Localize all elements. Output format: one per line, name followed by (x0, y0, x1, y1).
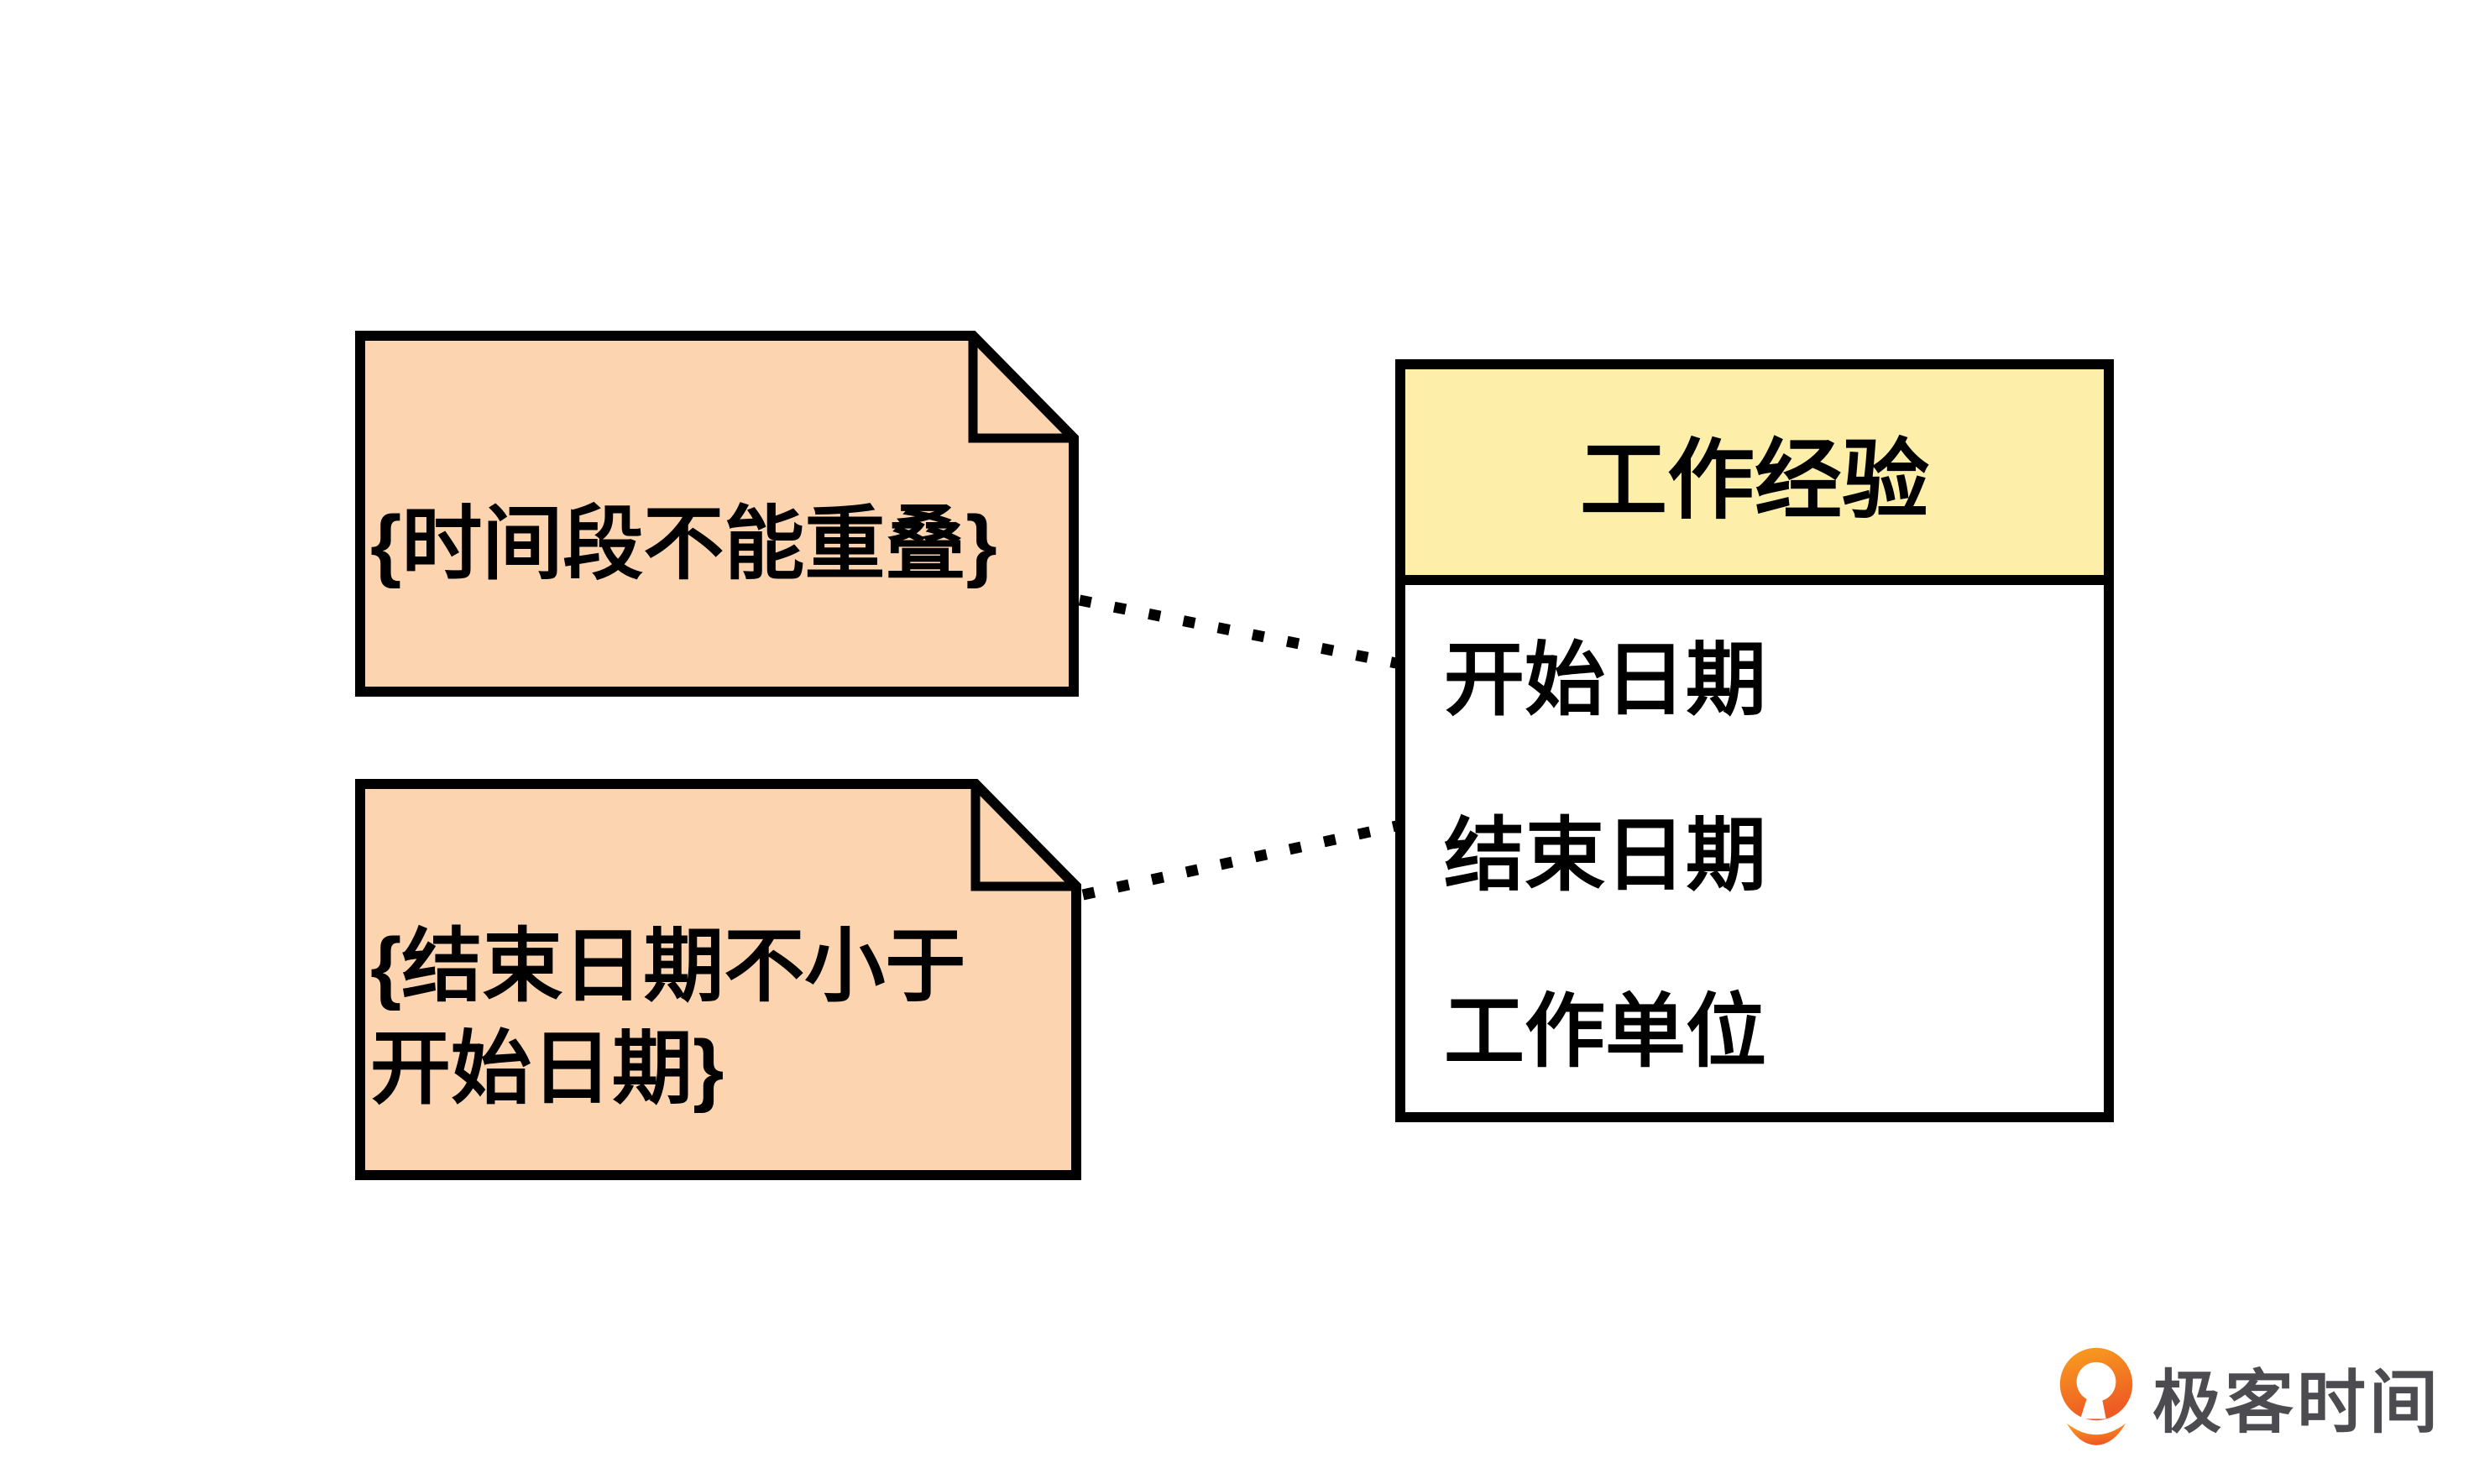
note-text-line: {结束日期不小于 (370, 922, 966, 1011)
anchor-line-start-date (1078, 594, 1402, 670)
note-text-line: {时间段不能重叠} (370, 499, 997, 589)
class-body: 开始日期 结束日期 工作单位 (1405, 585, 2104, 1112)
class-attribute-label: 开始日期 (1444, 635, 1766, 726)
class-attribute-label: 工作单位 (1444, 986, 1766, 1077)
anchor-line-end-date (1081, 819, 1402, 901)
geektime-logo: 极客时间 (2058, 1341, 2441, 1450)
class-attribute-label: 结束日期 (1444, 811, 1766, 901)
class-box-work-experience: 工作经验 开始日期 结束日期 工作单位 (1395, 359, 2114, 1122)
class-attribute-row: 开始日期 (1405, 585, 2104, 760)
note-time-overlap-constraint: {时间段不能重叠} (355, 331, 1079, 697)
class-attribute-row: 工作单位 (1405, 937, 2104, 1112)
note-text-line: 开始日期} (370, 1024, 724, 1114)
note-shape (355, 331, 1079, 697)
note-end-date-constraint: {结束日期不小于 开始日期} (355, 779, 1081, 1180)
geektime-logo-text: 极客时间 (2152, 1364, 2442, 1441)
class-title: 工作经验 (1579, 432, 1929, 530)
class-attribute-row: 结束日期 (1405, 760, 2104, 936)
class-header: 工作经验 (1405, 369, 2104, 585)
note-shape (355, 779, 1081, 1180)
geektime-logo-icon (2059, 1347, 2133, 1445)
